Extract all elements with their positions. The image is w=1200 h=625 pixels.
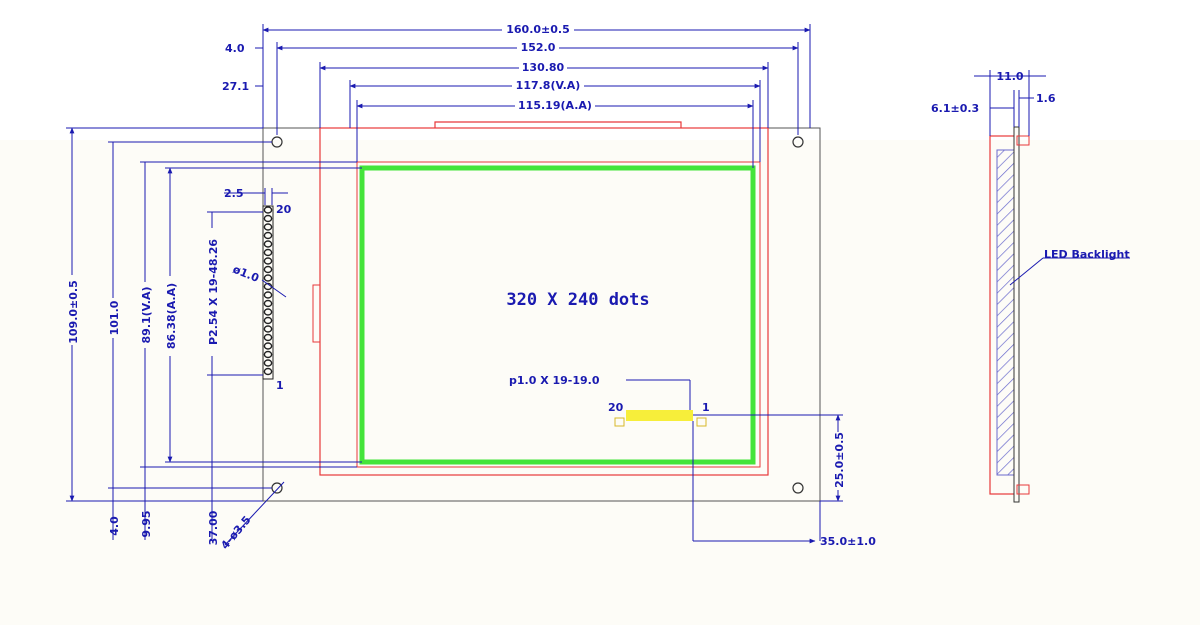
fpc-pin-right-label: 1 bbox=[702, 401, 710, 414]
pcb-thickness-label: 1.6 bbox=[1036, 92, 1056, 105]
header-pin bbox=[263, 274, 273, 282]
mounting-hole-bottom-right bbox=[792, 482, 804, 494]
header-pin bbox=[263, 350, 273, 359]
viewing-area-width-label: 117.8(V.A) bbox=[516, 79, 581, 92]
bezel-width-label: 130.80 bbox=[522, 61, 565, 74]
header-pin bbox=[263, 214, 273, 223]
top-dimension-labels: 160.0±0.5 152.0 130.80 117.8(V.A) 115.19… bbox=[222, 22, 595, 112]
hole-diameter-leader bbox=[224, 481, 285, 546]
fpc-tab-left bbox=[614, 417, 625, 427]
aa-height-label: 86.38(A.A) bbox=[165, 283, 178, 349]
pin-header-body bbox=[262, 205, 274, 380]
total-thickness-label: 11.0 bbox=[996, 70, 1023, 83]
fpc-pitch-label: p1.0 X 19-19.0 bbox=[509, 374, 600, 387]
header-pin bbox=[263, 316, 273, 325]
top-tab-outline bbox=[434, 121, 682, 128]
viewing-area-outline bbox=[356, 161, 761, 468]
resolution-label: 320 X 240 dots bbox=[506, 290, 649, 310]
active-area-width-label: 115.19(A.A) bbox=[518, 99, 592, 112]
active-area-outline bbox=[359, 165, 756, 465]
hole-offset-vertical-label: 4.0 bbox=[108, 516, 121, 536]
side-pcb bbox=[1013, 126, 1020, 503]
fpc-pin-left-label: 20 bbox=[608, 401, 624, 414]
module-thickness-label: 6.1±0.3 bbox=[931, 102, 979, 115]
pin-offset-label: 37.00 bbox=[207, 510, 220, 545]
header-pin bbox=[263, 342, 273, 350]
fpc-offset-vertical-label: 25.0±0.5 bbox=[833, 432, 846, 488]
fpc-connector bbox=[626, 410, 693, 421]
hole-pitch-label: 152.0 bbox=[521, 41, 556, 54]
overall-height-label: 109.0±0.5 bbox=[67, 280, 80, 344]
side-view: 11.0 6.1±0.3 1.6 LED Backlight bbox=[931, 70, 1130, 503]
pin-header bbox=[262, 205, 274, 380]
header-pin bbox=[263, 265, 273, 274]
fpc-dimensions bbox=[626, 379, 843, 544]
left-tab-outline bbox=[312, 284, 320, 343]
fpc-tab-right bbox=[696, 417, 707, 427]
header-pin bbox=[263, 299, 273, 308]
header-pin bbox=[263, 333, 273, 342]
header-pin bbox=[263, 308, 273, 316]
header-pin bbox=[263, 206, 273, 214]
header-pin bbox=[263, 367, 273, 376]
backlight-label: LED Backlight bbox=[1044, 248, 1130, 261]
hole-pitch-vertical-label: 101.0 bbox=[108, 300, 121, 335]
side-backlight bbox=[996, 149, 1017, 476]
pin-pitch-span-label: P2.54 X 19-48.26 bbox=[207, 239, 220, 345]
header-pin bbox=[263, 325, 273, 333]
header-pin bbox=[263, 223, 273, 231]
header-pin-top-label: 20 bbox=[276, 203, 292, 216]
fpc-offset-horizontal-label: 35.0±1.0 bbox=[820, 535, 876, 548]
va-height-label: 89.1(V.A) bbox=[140, 287, 153, 344]
header-pin bbox=[263, 248, 273, 257]
header-pin bbox=[263, 240, 273, 248]
side-bottom-flange bbox=[1016, 484, 1030, 495]
hole-offset-label: 4.0 bbox=[225, 42, 245, 55]
va-offset-vertical-label: 9.95 bbox=[140, 510, 153, 537]
header-pin bbox=[263, 291, 273, 299]
header-pin bbox=[263, 359, 273, 367]
header-pin bbox=[263, 231, 273, 240]
left-dimension-labels: 109.0±0.5 101.0 89.1(V.A) 86.38(A.A) P2.… bbox=[66, 187, 261, 356]
header-pin bbox=[263, 257, 273, 265]
overall-width-label: 160.0±0.5 bbox=[506, 23, 570, 36]
side-dimensions bbox=[974, 70, 1130, 286]
mounting-hole-top-right bbox=[792, 136, 804, 148]
bezel-outline bbox=[319, 127, 769, 476]
header-pin-bottom-label: 1 bbox=[276, 379, 284, 392]
va-offset-label: 27.1 bbox=[222, 80, 249, 93]
pin-row-offset-label: 2.5 bbox=[224, 187, 244, 200]
side-top-flange bbox=[1016, 135, 1030, 146]
